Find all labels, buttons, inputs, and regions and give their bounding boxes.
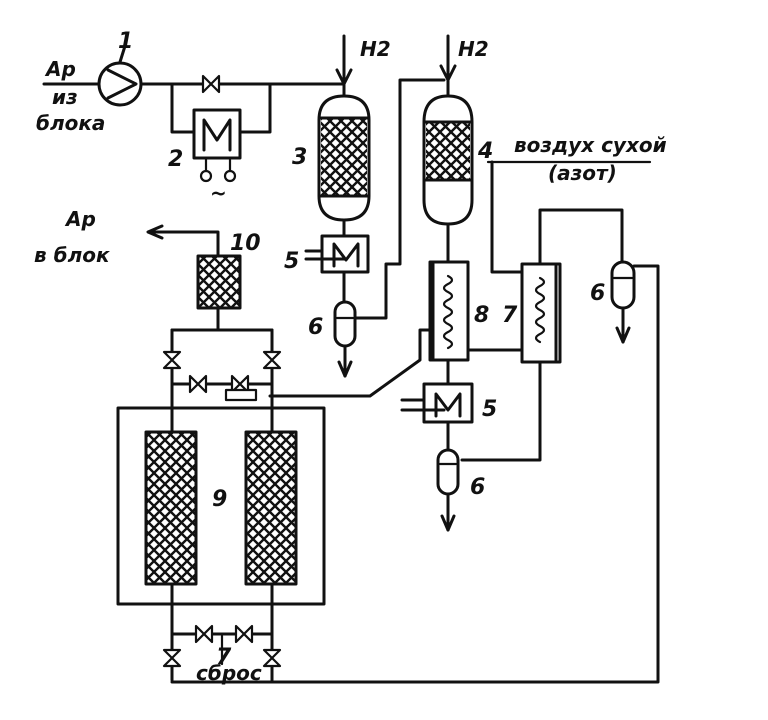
cooler-5-right bbox=[400, 382, 474, 424]
compressor-1 bbox=[97, 44, 143, 107]
filter-10 bbox=[196, 254, 242, 310]
reactor-3 bbox=[317, 94, 371, 222]
valve-top-right bbox=[262, 350, 282, 370]
valve-main bbox=[201, 74, 221, 94]
num-6-bottom: 6 bbox=[470, 475, 485, 500]
label-ar-in-1: Ар bbox=[44, 57, 76, 81]
orifice bbox=[224, 388, 258, 402]
num-5-left: 5 bbox=[284, 249, 299, 274]
label-ar-in-2: из bbox=[52, 85, 78, 109]
h2-arrow-right bbox=[439, 64, 457, 82]
num-7-discharge: 7 bbox=[216, 645, 232, 670]
label-ar-out-1: Ар bbox=[64, 207, 96, 231]
num-6-left: 6 bbox=[308, 315, 323, 340]
label-h2-left: H2 bbox=[360, 37, 391, 61]
heater-bypass-left bbox=[170, 82, 196, 134]
num-3: 3 bbox=[292, 145, 307, 170]
label-ar-out-2: в блок bbox=[34, 243, 110, 267]
heater-bypass-right bbox=[238, 82, 272, 134]
valve-cross-1 bbox=[188, 374, 208, 394]
regeneration-return-line bbox=[170, 264, 660, 684]
adsorber-left bbox=[144, 430, 198, 586]
ar-out-line bbox=[148, 230, 220, 258]
num-6-right: 6 bbox=[590, 281, 605, 306]
line-7-to-6 bbox=[538, 208, 624, 266]
num-10: 10 bbox=[230, 231, 261, 256]
num-9: 9 bbox=[212, 487, 227, 512]
valve-bottom-left bbox=[162, 648, 182, 668]
valve-top-left bbox=[162, 350, 182, 370]
label-h2-right: H2 bbox=[458, 37, 489, 61]
reactor-4 bbox=[422, 94, 474, 226]
label-heater-symbol: ~ bbox=[210, 181, 227, 205]
label-discharge: сброс bbox=[196, 661, 262, 685]
separator-6-left bbox=[333, 300, 357, 378]
label-nitrogen: (азот) bbox=[548, 161, 617, 185]
num-8: 8 bbox=[474, 303, 489, 328]
separator-6-bottom bbox=[436, 448, 460, 532]
label-dry-air: воздух сухой bbox=[514, 133, 667, 157]
heater-2 bbox=[192, 108, 242, 183]
exchanger-8 bbox=[428, 260, 470, 362]
valve-bottom-cross-2 bbox=[234, 624, 254, 644]
valve-bottom-right bbox=[262, 648, 282, 668]
return-to-adsorbers bbox=[268, 328, 434, 398]
exchanger-7 bbox=[520, 262, 562, 364]
num-1: 1 bbox=[118, 29, 133, 54]
adsorber-housing bbox=[116, 406, 326, 606]
transfer-line-3-to-4 bbox=[353, 78, 446, 320]
adsorber-right bbox=[244, 430, 298, 586]
separator-6-right bbox=[610, 260, 636, 344]
line-7-down bbox=[460, 360, 542, 462]
valve-cross-2 bbox=[230, 374, 250, 394]
num-4: 4 bbox=[477, 139, 493, 164]
num-5-right: 5 bbox=[482, 397, 497, 422]
num-7: 7 bbox=[502, 303, 518, 328]
valve-bottom-cross-1 bbox=[194, 624, 214, 644]
cooler-5-left bbox=[304, 234, 370, 274]
dry-air-to-7 bbox=[490, 160, 524, 274]
label-ar-in-3: блока bbox=[36, 111, 105, 135]
ar-out-arrow bbox=[146, 224, 164, 240]
num-2: 2 bbox=[168, 147, 183, 172]
